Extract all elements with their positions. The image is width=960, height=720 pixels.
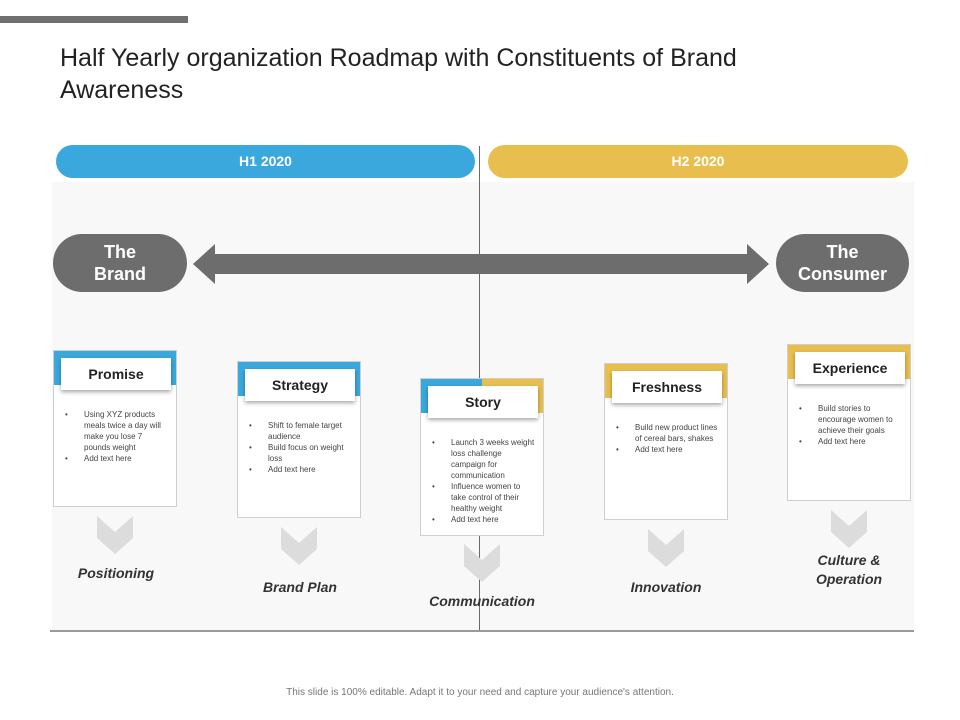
card-bullets: Build new product lines of cereal bars, … xyxy=(615,422,721,455)
h2-period-pill: H2 2020 xyxy=(488,145,908,178)
bullet-item: Using XYZ products meals twice a day wil… xyxy=(65,409,170,453)
card-heading: Promise xyxy=(61,358,171,390)
bullet-item: Add text here xyxy=(432,514,537,525)
card-freshness: Freshness Build new product lines of cer… xyxy=(604,363,728,520)
h1-period-pill: H1 2020 xyxy=(56,145,475,178)
chevron-down-icon xyxy=(281,527,317,565)
label-innovation: Innovation xyxy=(630,579,702,595)
card-heading: Freshness xyxy=(612,371,722,403)
card-story: Story Launch 3 weeks weight loss challen… xyxy=(420,378,544,536)
card-strategy: Strategy Shift to female target audience… xyxy=(237,361,361,518)
card-heading: Experience xyxy=(795,352,905,384)
top-accent-bar xyxy=(0,16,188,23)
card-bullets: Using XYZ products meals twice a day wil… xyxy=(64,409,170,464)
card-heading: Story xyxy=(428,386,538,418)
bullet-item: Shift to female target audience xyxy=(249,420,354,442)
card-promise: Promise Using XYZ products meals twice a… xyxy=(53,350,177,507)
the-brand-endpoint: The Brand xyxy=(53,234,187,292)
card-bullets: Shift to female target audienceBuild foc… xyxy=(248,420,354,475)
bullet-item: Build stories to encourage women to achi… xyxy=(799,403,904,436)
card-heading: Strategy xyxy=(245,369,355,401)
label-positioning: Positioning xyxy=(77,565,155,581)
bullet-item: Add text here xyxy=(65,453,170,464)
label-brand-plan: Brand Plan xyxy=(263,579,337,595)
chevron-down-icon xyxy=(648,529,684,567)
label-communication: Communication xyxy=(429,593,535,609)
double-headed-arrow-icon xyxy=(193,244,769,284)
slide-title: Half Yearly organization Roadmap with Co… xyxy=(60,44,737,104)
card-bullets: Build stories to encourage women to achi… xyxy=(798,403,904,447)
bullet-item: Build focus on weight loss xyxy=(249,442,354,464)
card-bullets: Launch 3 weeks weight loss challenge cam… xyxy=(431,437,537,525)
footer-note: This slide is 100% editable. Adapt it to… xyxy=(286,687,674,698)
bullet-item: Add text here xyxy=(616,444,721,455)
bullet-item: Add text here xyxy=(799,436,904,447)
label-culture-operation: Culture & Operation xyxy=(815,552,883,587)
chevron-down-icon xyxy=(97,516,133,554)
the-consumer-endpoint: The Consumer xyxy=(776,234,909,292)
chevron-down-icon xyxy=(831,510,867,548)
card-experience: Experience Build stories to encourage wo… xyxy=(787,344,911,501)
bullet-item: Add text here xyxy=(249,464,354,475)
bullet-item: Build new product lines of cereal bars, … xyxy=(616,422,721,444)
roadmap-baseline xyxy=(50,630,914,632)
bullet-item: Launch 3 weeks weight loss challenge cam… xyxy=(432,437,537,481)
chevron-down-icon xyxy=(464,544,500,582)
bullet-item: Influence women to take control of their… xyxy=(432,481,537,514)
